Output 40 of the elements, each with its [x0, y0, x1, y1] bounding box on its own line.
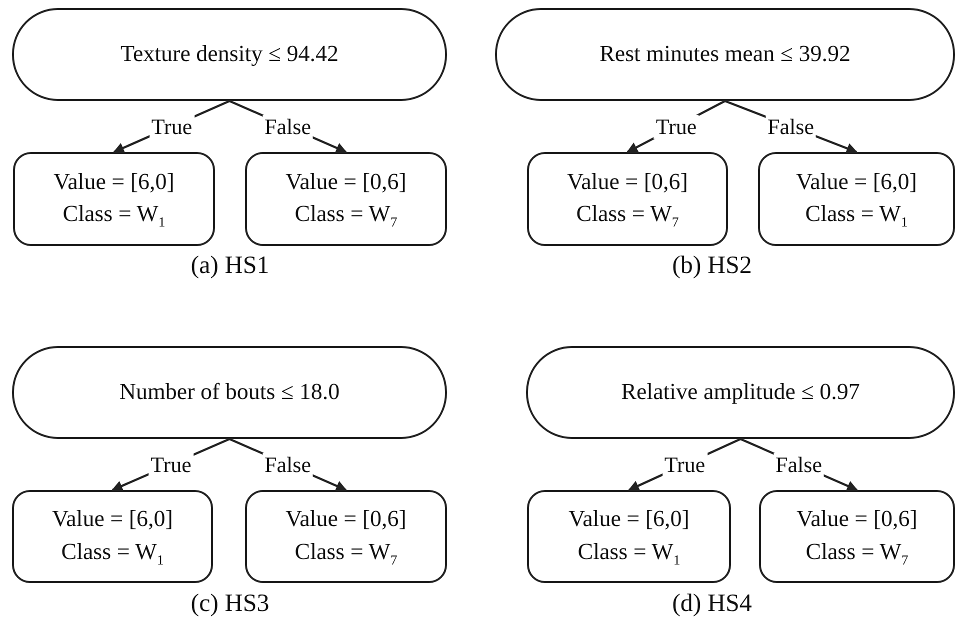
leaf-node	[245, 152, 447, 246]
edge-label: True	[662, 452, 708, 477]
leaf-node	[527, 490, 731, 583]
subfigure-caption: (a) HS1	[190, 252, 270, 280]
class-text: Class = W$_{1}$	[61, 538, 164, 570]
subfigure-caption: (c) HS3	[190, 590, 270, 618]
split-condition: Rest minutes mean ≤ 39.92	[600, 40, 850, 68]
class-text: Class = W$_{1}$	[62, 200, 166, 232]
value-text: Value = [6,0]	[568, 505, 690, 534]
value-text: Value = [6,0]	[52, 505, 173, 534]
edge-label: False	[262, 114, 313, 139]
split-condition: Relative amplitude ≤ 0.97	[621, 378, 860, 406]
edge-label: True	[149, 114, 194, 139]
class-text: Class = W$_{7}$	[294, 200, 398, 232]
split-condition: Texture density ≤ 94.42	[120, 40, 338, 68]
edge-label: False	[262, 452, 313, 477]
value-text: Value = [0,6]	[796, 505, 918, 534]
edge-label: True	[148, 452, 194, 477]
edge-label: False	[766, 114, 816, 139]
class-text: Class = W$_{1}$	[578, 538, 680, 570]
leaf-node	[527, 152, 728, 246]
leaf-node	[758, 152, 955, 246]
value-text: Value = [6,0]	[796, 168, 917, 196]
class-text: Class = W$_{7}$	[806, 538, 908, 570]
value-text: Value = [0,6]	[567, 168, 688, 196]
leaf-node	[12, 490, 213, 583]
split-condition: Number of bouts ≤ 18.0	[119, 378, 340, 406]
edge-label: False	[774, 452, 824, 477]
value-text: Value = [6,0]	[54, 168, 174, 196]
value-text: Value = [0,6]	[286, 168, 406, 196]
value-text: Value = [0,6]	[286, 505, 406, 534]
subfigure-caption: (d) HS4	[672, 590, 752, 618]
class-text: Class = W$_{7}$	[294, 538, 398, 570]
leaf-node	[13, 152, 215, 246]
class-text: Class = W$_{7}$	[576, 200, 679, 232]
edge-label: True	[654, 114, 699, 139]
subfigure-caption: (b) HS2	[672, 252, 752, 280]
class-text: Class = W$_{1}$	[805, 200, 908, 232]
leaf-node	[759, 490, 955, 583]
leaf-node	[245, 490, 447, 583]
